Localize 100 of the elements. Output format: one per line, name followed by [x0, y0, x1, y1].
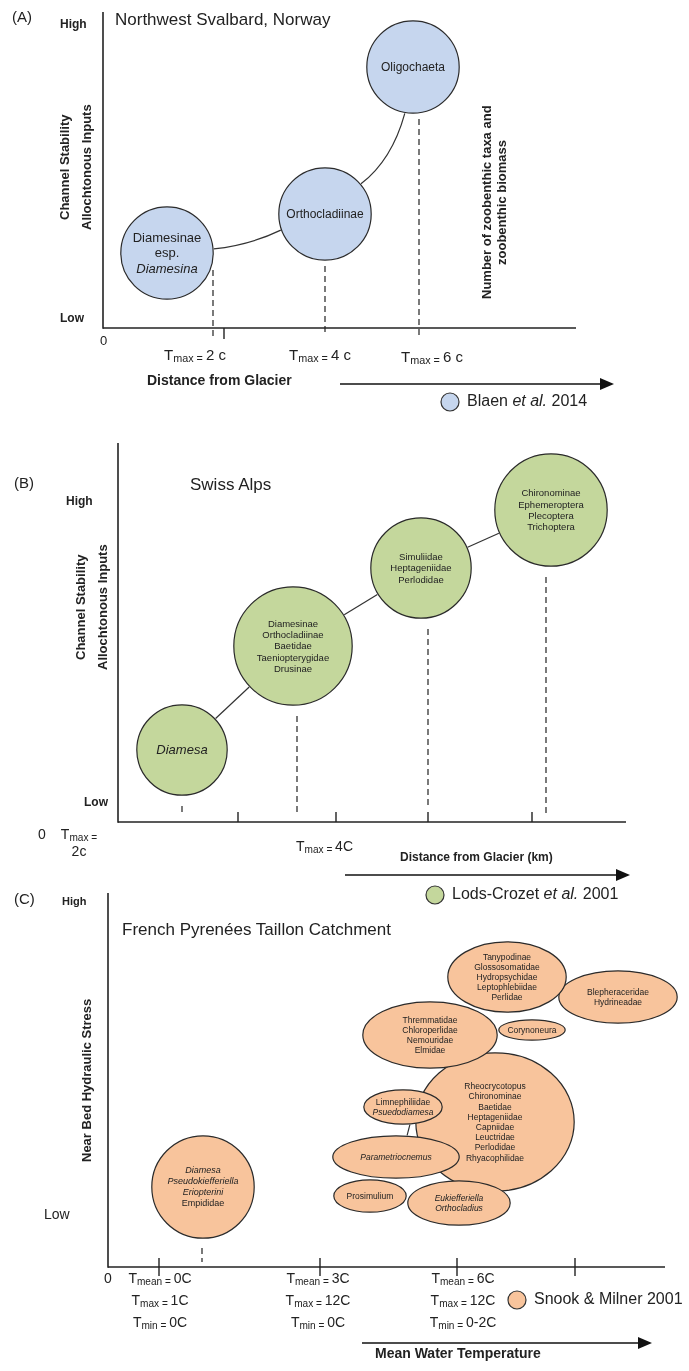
axis-title: Channel Stability	[58, 113, 73, 223]
taxon-name: Diamesinae	[267, 617, 319, 629]
axis-title: Allochtonous Inputs	[96, 543, 111, 673]
taxon-name: Prosimulium	[346, 1190, 394, 1202]
taxon-name: Drusinae	[274, 663, 312, 675]
axis-label: High	[66, 495, 93, 509]
axis-label: T$_{max =}$ 4 c	[288, 346, 352, 364]
taxon-name: Chironominae	[468, 1091, 522, 1102]
taxon-name: Trichoptera	[527, 521, 575, 533]
axis-title: Channel Stability	[74, 553, 89, 663]
taxon-name: Diamesa	[156, 742, 208, 758]
taxon-name: Orthocladiinae	[262, 628, 324, 641]
taxon-bubble	[498, 1019, 566, 1041]
connector-line	[213, 229, 282, 250]
axis-label: High	[62, 895, 87, 908]
taxon-name: Tanypodinae	[482, 951, 532, 962]
connector-line	[215, 686, 250, 720]
taxon-name: Empididae	[181, 1197, 225, 1209]
axis-label: T$_{max =}$ 2 c	[163, 346, 227, 364]
axis-title: Distance from Glacier	[147, 372, 292, 389]
axis-title: Mean Water Temperature	[375, 1345, 541, 1362]
axis-label: Low	[44, 1206, 70, 1223]
axis-title: Allochtonous Inputs	[80, 103, 95, 233]
taxon-name: Oligochaeta	[380, 59, 445, 75]
taxon-name: Thremmatidae	[402, 1014, 458, 1025]
connector-line	[467, 532, 500, 548]
taxon-name: Ephemeroptera	[518, 498, 584, 510]
axis-label: High	[60, 18, 87, 32]
taxon-name: Diamesa	[185, 1165, 221, 1177]
panel-title: Northwest Svalbard, Norway	[115, 10, 331, 30]
taxon-bubble	[233, 586, 353, 706]
taxon-bubble	[333, 1179, 407, 1213]
panel-letter: (B)	[14, 474, 34, 492]
axis-label: T$_{max =}$ 1C	[130, 1292, 190, 1310]
taxon-bubble	[136, 704, 228, 796]
axis-label: T$_{min =}$ 0C	[131, 1314, 189, 1332]
panel-letter: (A)	[12, 8, 32, 26]
taxon-name: Limnephiliidae	[375, 1096, 431, 1107]
taxon-name: Baetidae	[274, 640, 312, 652]
taxon-name: Heptageniidae	[390, 562, 452, 574]
axis-label: Low	[60, 312, 84, 326]
taxon-name: Capniidae	[475, 1122, 515, 1133]
taxon-bubble	[120, 206, 214, 300]
taxon-name: Hydrineadae	[593, 997, 643, 1008]
taxon-name: Plecoptera	[528, 510, 574, 522]
connector-line	[360, 112, 406, 185]
axis-label: 0	[104, 1270, 112, 1287]
taxon-bubble	[407, 1180, 511, 1226]
legend-label: Lods-Crozet et al. 2001	[452, 885, 619, 904]
taxon-name: Baetidae	[478, 1101, 512, 1112]
axis-label: T$_{min =}$ 0-2C	[428, 1314, 498, 1332]
taxon-bubble	[370, 517, 472, 619]
taxon-name: Leptophlebiidae	[477, 982, 537, 993]
connector-line	[406, 1124, 411, 1136]
axis-label: T$_{min =}$ 0C	[289, 1314, 347, 1332]
axis-label: Low	[84, 796, 108, 810]
taxon-name: Chloroperlidae	[402, 1024, 458, 1035]
taxon-name: Glossosomatidae	[474, 961, 540, 972]
taxon-name: Nemouridae	[406, 1035, 454, 1046]
taxon-name: Diamesinae esp. Diamesina	[131, 229, 203, 277]
taxon-bubble	[278, 167, 372, 261]
taxon-name: Corynoneura	[507, 1024, 557, 1036]
taxon-name: Orthocladiinae	[286, 206, 364, 222]
axis-label: T$_{mean =}$ 0C	[127, 1270, 193, 1288]
axis-label: T$_{mean =}$ 3C	[285, 1270, 351, 1288]
taxon-name: Rhyacophilidae	[465, 1152, 525, 1163]
taxon-name: Leuctridae	[475, 1132, 515, 1143]
taxon-bubble	[151, 1135, 255, 1239]
taxon-name: Eriopterini	[182, 1187, 224, 1198]
taxon-name: Perlidae	[491, 992, 523, 1003]
taxon-name: Perlodidae	[398, 573, 444, 586]
axis-label: T$_{max =}$ 12C	[284, 1292, 352, 1310]
taxon-bubble	[363, 1089, 443, 1125]
axis-label: T$_{max =}$ 4C	[296, 838, 353, 856]
taxon-name: Heptageniidae	[467, 1111, 523, 1122]
taxon-name: Hydropsychidae	[476, 971, 538, 983]
taxon-name: Taeniopterygidae	[256, 651, 330, 664]
panel-title: French Pyrenées Taillon Catchment	[122, 920, 391, 940]
axis-title: Near Bed Hydraulic Stress	[80, 997, 95, 1164]
taxon-name: Simuliidae	[399, 550, 443, 563]
taxon-bubble	[366, 20, 460, 114]
taxon-name: Psuedodiamesa	[372, 1107, 434, 1118]
panel-title: Swiss Alps	[190, 475, 272, 495]
taxon-name: Elmidae	[414, 1045, 446, 1056]
legend-label: Snook & Milner 2001	[534, 1290, 683, 1309]
taxon-bubble	[447, 941, 567, 1013]
taxon-bubble	[362, 1001, 498, 1069]
axis-label: T$_{max =}$ 2c	[59, 826, 99, 860]
taxon-name: Perlodidae	[474, 1142, 516, 1153]
taxon-bubble	[494, 453, 608, 567]
axis-label: T$_{max =}$ 6 c	[400, 348, 464, 366]
axis-label: T$_{max =}$ 12C	[429, 1292, 497, 1310]
taxon-name: Parametriocnemus	[360, 1151, 432, 1163]
taxon-name: Orthocladius	[435, 1203, 483, 1214]
axis-label: 0	[100, 334, 108, 349]
connector-line	[343, 593, 378, 616]
taxon-name: Pseudokiefferiella	[167, 1176, 239, 1187]
taxon-name: Rheocrycotopus	[464, 1081, 526, 1092]
axis-label: 0	[38, 826, 46, 843]
taxon-bubble	[558, 970, 678, 1024]
